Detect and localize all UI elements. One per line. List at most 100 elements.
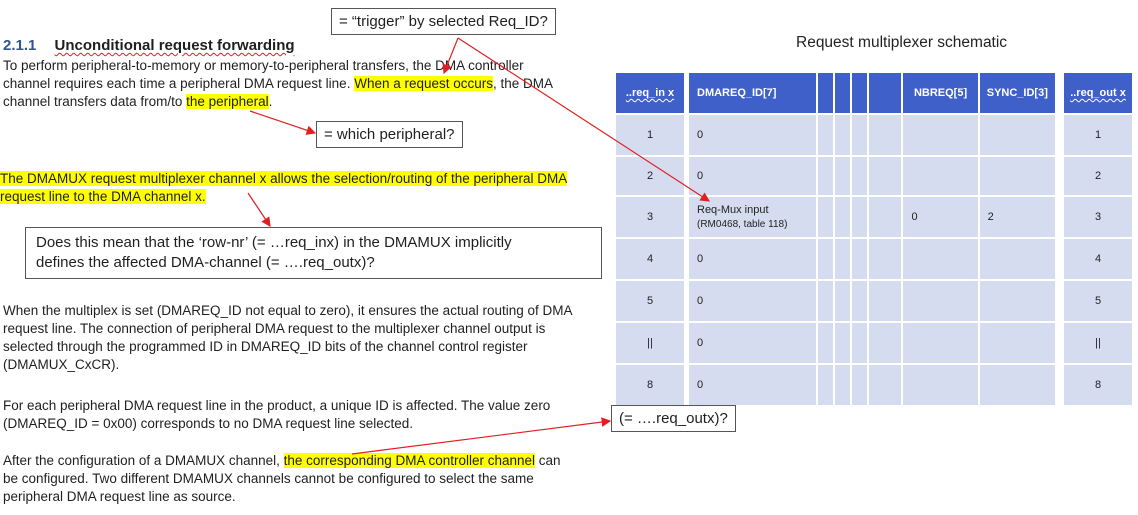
dmamux-header-cell: DMAREQ_ID[7] xyxy=(689,73,816,113)
dmareq-id-value: 0 xyxy=(697,253,704,265)
schematic-title: Request multiplexer schematic xyxy=(796,34,1008,51)
req-out-row: || xyxy=(1064,323,1132,363)
p1-text: channel requires each time a peripheral … xyxy=(3,76,355,91)
nbreq-cell xyxy=(903,281,978,321)
dmareq-id-cell: 0 xyxy=(689,323,816,363)
blank-cell xyxy=(834,115,851,155)
dmareq-id-value: 0 xyxy=(697,337,704,349)
paragraph-1: To perform peripheral-to-memory or memor… xyxy=(3,57,603,111)
blank-cell xyxy=(817,281,833,321)
dmamux-header-cell xyxy=(834,73,851,113)
dmareq-id-cell: 0 xyxy=(689,281,816,321)
p1-text: , the DMA xyxy=(493,76,554,91)
nbreq-cell: 0 xyxy=(903,197,978,237)
p1-line-2: channel requires each time a peripheral … xyxy=(3,75,603,93)
req-out-cell: 5 xyxy=(1064,281,1132,321)
blank-cell xyxy=(852,281,868,321)
dmamux-row: 0 xyxy=(689,239,1055,279)
p5-text: can xyxy=(535,453,561,468)
blank-cell xyxy=(852,157,868,195)
dmamux-header-cell xyxy=(869,73,902,113)
req-out-row: 2 xyxy=(1064,157,1132,195)
section-number: 2.1.1 xyxy=(3,37,37,54)
blank-cell xyxy=(817,157,833,195)
req-in-row: 4 xyxy=(616,239,684,279)
p5-line-2: be configured. Two different DMAMUX chan… xyxy=(3,471,534,486)
blank-cell xyxy=(834,281,851,321)
p5-line-1: After the configuration of a DMAMUX chan… xyxy=(3,452,613,470)
blank-cell xyxy=(817,365,833,405)
p3-line-4: (DMAMUX_CxCR). xyxy=(3,357,120,372)
req-out-row: 1 xyxy=(1064,115,1132,155)
req-out-cell: || xyxy=(1064,323,1132,363)
dmamux-header-row: DMAREQ_ID[7]NBREQ[5]SYNC_ID[3] xyxy=(689,73,1055,113)
blank-cell xyxy=(869,157,902,195)
dmareq-id-value: 0 xyxy=(697,170,704,182)
blank-cell xyxy=(869,281,902,321)
nbreq-cell xyxy=(903,323,978,363)
p5-text: After the configuration of a DMAMUX chan… xyxy=(3,453,284,468)
callout-which-peripheral: = which peripheral? xyxy=(316,121,463,148)
highlight-dma-controller-channel: the corresponding DMA controller channel xyxy=(283,453,536,468)
blank-cell xyxy=(817,239,833,279)
req-out-row: 4 xyxy=(1064,239,1132,279)
req-in-row: 8 xyxy=(616,365,684,405)
blank-cell xyxy=(869,115,902,155)
req-out-cell: 3 xyxy=(1064,197,1132,237)
p1-text: . xyxy=(268,94,273,109)
dmareq-id-value: 0 xyxy=(697,295,704,307)
sync-id-cell xyxy=(979,281,1055,321)
arrow-channel-to-callout xyxy=(247,192,271,227)
nbreq-cell xyxy=(903,157,978,195)
req-in-cell: 4 xyxy=(616,239,684,279)
req-out-cell: 1 xyxy=(1064,115,1132,155)
blank-cell xyxy=(817,197,833,237)
p1-text: channel transfers data from/to xyxy=(3,94,187,109)
paragraph-5: After the configuration of a DMAMUX chan… xyxy=(3,452,613,506)
p4-line-2: (DMAREQ_ID = 0x00) corresponds to no DMA… xyxy=(3,416,414,431)
arrow-dma-channel-to-reqout xyxy=(351,417,612,455)
paragraph-3: When the multiplex is set (DMAREQ_ID not… xyxy=(3,302,613,374)
paragraph-2: The DMAMUX request multiplexer channel x… xyxy=(0,170,620,206)
req-in-cell: 8 xyxy=(616,365,684,405)
paragraph-4: For each peripheral DMA request line in … xyxy=(3,397,613,433)
sync-id-cell xyxy=(979,239,1055,279)
req-out-row: 3 xyxy=(1064,197,1132,237)
req-out-cell: 8 xyxy=(1064,365,1132,405)
req-out-row: 5 xyxy=(1064,281,1132,321)
blank-cell xyxy=(852,323,868,363)
dmareq-id-cell: 0 xyxy=(689,157,816,195)
p4-line-1: For each peripheral DMA request line in … xyxy=(3,398,551,413)
blank-cell xyxy=(869,365,902,405)
blank-cell xyxy=(852,365,868,405)
arrow-trigger-to-reqmux xyxy=(457,37,711,202)
highlight-the-peripheral: the peripheral xyxy=(186,94,269,109)
blank-cell xyxy=(834,365,851,405)
dmareq-id-value: 0 xyxy=(697,379,704,391)
blank-cell xyxy=(869,239,902,279)
dmamux-header-cell: NBREQ[5] xyxy=(903,73,978,113)
req-out-row: 8 xyxy=(1064,365,1132,405)
blank-cell xyxy=(834,157,851,195)
req-out-header: ..req_out x xyxy=(1064,73,1132,113)
section-heading: 2.1.1 Unconditional request forwarding xyxy=(3,37,295,54)
req-out-cell: 4 xyxy=(1064,239,1132,279)
req-out-header-row: ..req_out x xyxy=(1064,73,1132,113)
dmareq-id-cell: Req-Mux input(RM0468, table 118) xyxy=(689,197,816,237)
dmareq-id-cell: 0 xyxy=(689,115,816,155)
blank-cell xyxy=(834,323,851,363)
nbreq-cell xyxy=(903,239,978,279)
p1-line-3: channel transfers data from/to the perip… xyxy=(3,93,603,111)
p5-line-3: peripheral DMA request line as source. xyxy=(3,489,236,504)
dmareq-id-cell: 0 xyxy=(689,239,816,279)
req-in-header-row: ..req_in x xyxy=(616,73,684,113)
nbreq-cell xyxy=(903,365,978,405)
dmamux-row: 0 xyxy=(689,157,1055,195)
section-title: Unconditional request forwarding xyxy=(54,37,295,54)
dmamux-row: 0 xyxy=(689,365,1055,405)
req-in-row: 3 xyxy=(616,197,684,237)
req-in-header: ..req_in x xyxy=(616,73,684,113)
sync-id-cell: 2 xyxy=(979,197,1055,237)
blank-cell xyxy=(817,323,833,363)
